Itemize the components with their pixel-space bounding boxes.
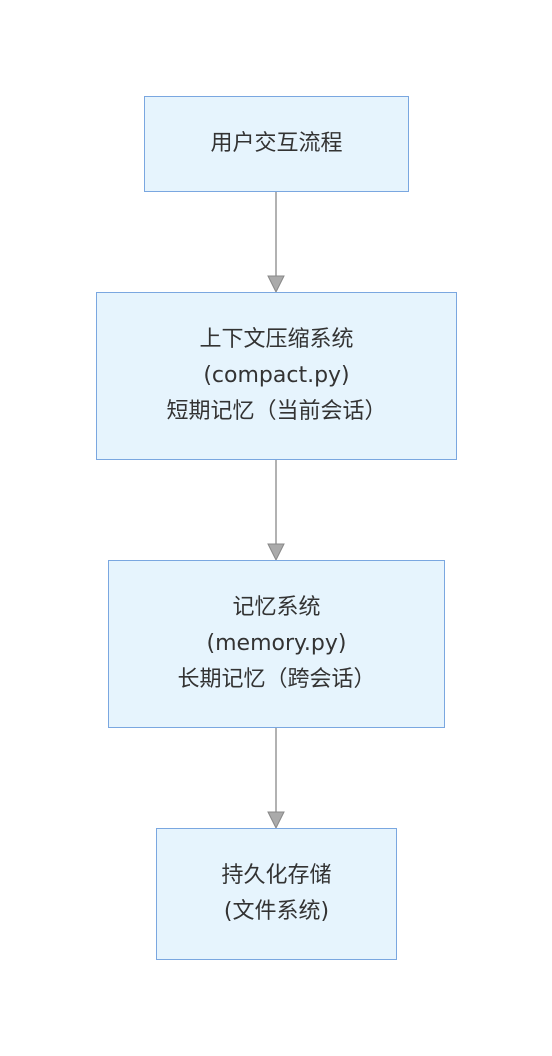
node-memory-system: 记忆系统 (memory.py) 长期记忆（跨会话） <box>108 560 445 728</box>
edge-user-to-compression <box>267 192 285 294</box>
node-label-line: 长期记忆（跨会话） <box>177 667 376 692</box>
edge-memory-to-storage <box>267 728 285 830</box>
node-user-interaction: 用户交互流程 <box>144 96 409 192</box>
node-label-line: 短期记忆（当前会话） <box>166 399 387 424</box>
node-label-line: (memory.py) <box>206 631 347 656</box>
node-label-line: (文件系统) <box>223 899 330 924</box>
node-label-line: (compact.py) <box>203 363 350 388</box>
node-label-line: 持久化存储 <box>221 863 332 888</box>
edge-compression-to-memory <box>267 460 285 562</box>
node-context-compression: 上下文压缩系统 (compact.py) 短期记忆（当前会话） <box>96 292 457 460</box>
node-label-line: 上下文压缩系统 <box>199 327 354 352</box>
node-persistent-storage: 持久化存储 (文件系统) <box>156 828 397 960</box>
node-label-line: 用户交互流程 <box>210 131 343 156</box>
node-label-line: 记忆系统 <box>232 595 321 620</box>
